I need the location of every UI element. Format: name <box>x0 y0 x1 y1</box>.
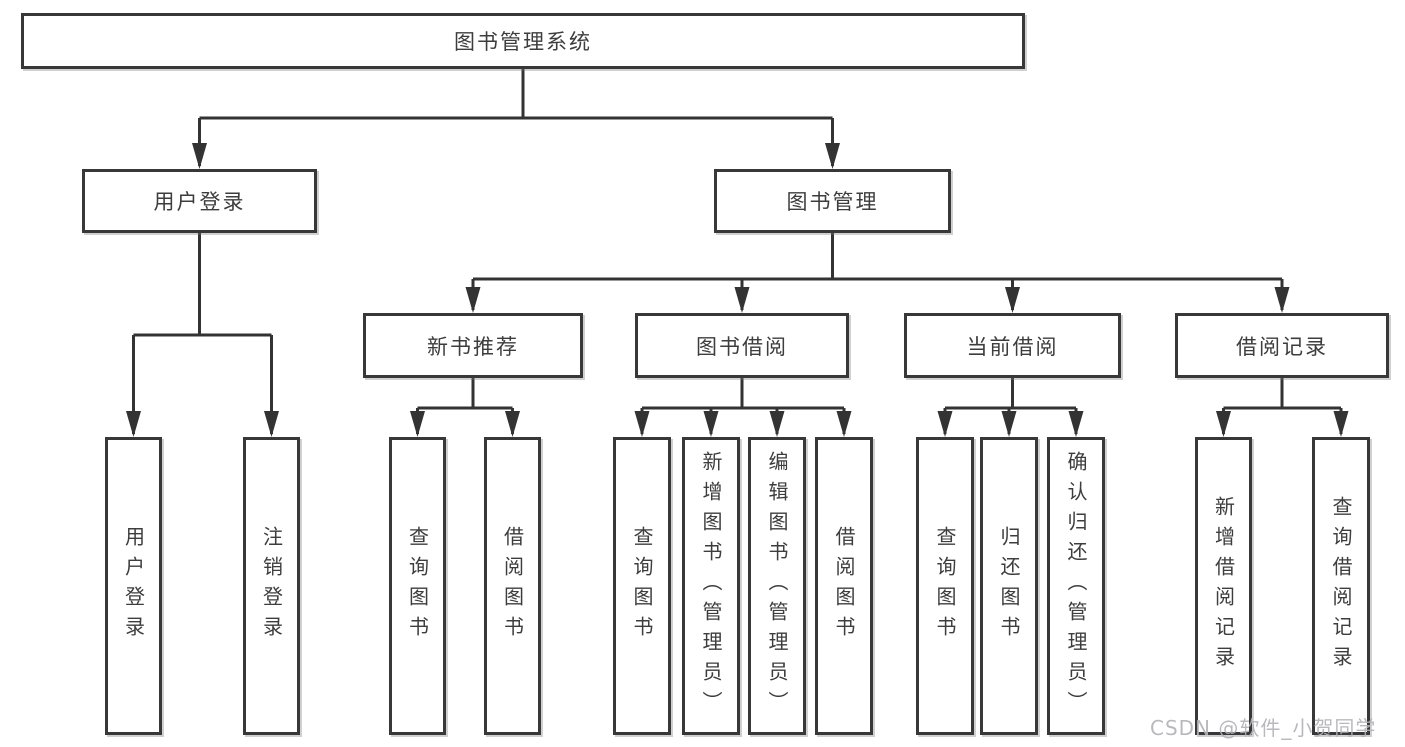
node-book-management-branch-label: 图书管理 <box>786 190 879 214</box>
node-new-book-recommend-label: 新书推荐 <box>427 334 519 359</box>
node-library-system: 图书管理系统 <box>21 13 1025 69</box>
leaf-borrow-books-recommend-label: 借阅图书 <box>500 526 525 646</box>
leaf-logout: 注销登录 <box>243 437 300 735</box>
leaf-return-books-label: 归还图书 <box>997 526 1021 646</box>
leaf-confirm-return-admin-label: 确认归还（管理员） <box>1064 451 1088 721</box>
node-borrow-records-label: 借阅记录 <box>1236 334 1328 359</box>
node-book-borrow: 图书借阅 <box>635 313 849 378</box>
leaf-query-books-current: 查询图书 <box>916 437 974 735</box>
leaf-add-book-admin: 新增图书（管理员） <box>682 437 740 735</box>
leaf-edit-book-admin-label: 编辑图书（管理员） <box>765 451 789 721</box>
node-book-borrow-label: 图书借阅 <box>696 334 788 359</box>
leaf-query-books-borrow-label: 查询图书 <box>630 526 654 646</box>
leaf-logout-label: 注销登录 <box>259 526 284 646</box>
node-library-system-label: 图书管理系统 <box>454 30 592 54</box>
node-borrow-records: 借阅记录 <box>1175 313 1389 378</box>
node-current-borrow-label: 当前借阅 <box>966 334 1059 359</box>
arrowheads <box>126 143 1349 437</box>
leaf-add-borrow-record: 新增借阅记录 <box>1195 437 1252 735</box>
node-user-login-branch-label: 用户登录 <box>153 190 246 214</box>
leaf-query-books-current-label: 查询图书 <box>933 526 957 646</box>
leaf-query-borrow-record: 查询借阅记录 <box>1312 437 1370 735</box>
leaf-return-books: 归还图书 <box>980 437 1038 735</box>
leaf-add-book-admin-label: 新增图书（管理员） <box>699 451 723 721</box>
leaf-borrow-books-label: 借阅图书 <box>832 526 856 646</box>
leaf-query-books-recommend-label: 查询图书 <box>405 526 430 646</box>
leaf-borrow-books-recommend: 借阅图书 <box>484 437 541 735</box>
leaf-borrow-books: 借阅图书 <box>815 437 873 735</box>
node-new-book-recommend: 新书推荐 <box>363 313 583 378</box>
leaf-query-books-borrow: 查询图书 <box>613 437 671 735</box>
leaf-confirm-return-admin: 确认归还（管理员） <box>1047 437 1105 735</box>
node-current-borrow: 当前借阅 <box>904 313 1121 378</box>
leaf-query-borrow-record-label: 查询借阅记录 <box>1329 496 1353 676</box>
csdn-watermark: CSDN @软件_小贺同学 <box>1150 716 1377 740</box>
node-book-management-branch: 图书管理 <box>714 169 951 233</box>
leaf-user-login-label: 用户登录 <box>121 526 146 646</box>
leaf-edit-book-admin: 编辑图书（管理员） <box>748 437 806 735</box>
leaf-query-books-recommend: 查询图书 <box>389 437 446 735</box>
leaf-user-login: 用户登录 <box>105 437 162 735</box>
node-user-login-branch: 用户登录 <box>82 169 317 233</box>
leaf-add-borrow-record-label: 新增借阅记录 <box>1211 496 1236 676</box>
